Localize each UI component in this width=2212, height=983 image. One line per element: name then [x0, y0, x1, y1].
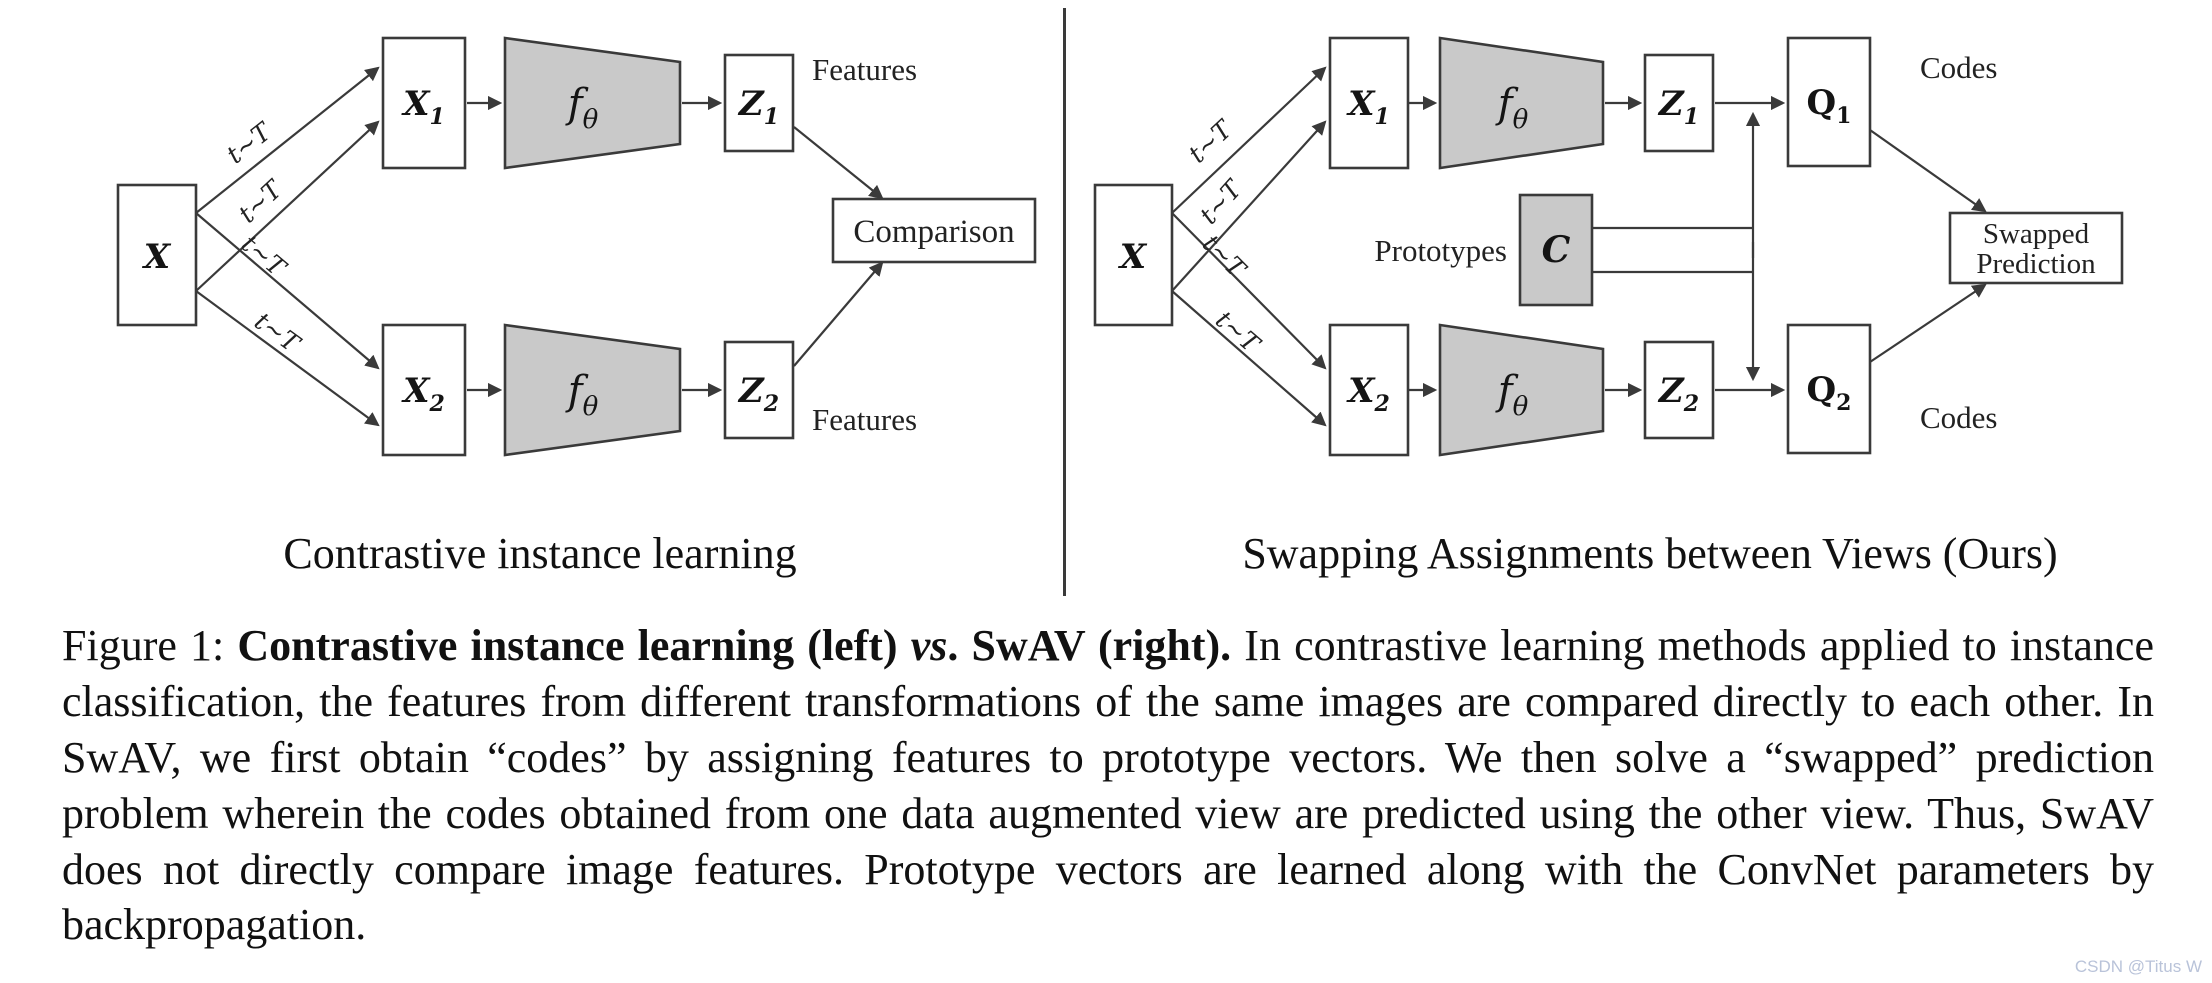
- feat2-base: Z: [737, 371, 765, 411]
- watermark: CSDN @Titus W: [2074, 957, 2202, 976]
- feat2-sub: 2: [1683, 391, 1699, 417]
- view1-sub: 1: [430, 104, 445, 130]
- view1-base: X: [1346, 84, 1376, 124]
- caption-vs: vs: [910, 621, 948, 670]
- feat2-label: Z2: [737, 371, 779, 417]
- swapped-prediction-line2: Prediction: [1976, 248, 2096, 280]
- feat1-sub: 1: [764, 104, 779, 130]
- transform-arrow-3: [195, 212, 380, 370]
- transform-label-2: t~T: [233, 173, 289, 228]
- view1-box: [381, 36, 467, 170]
- view1-label: X1: [401, 84, 445, 130]
- swapped-prediction-box: [1948, 211, 2124, 285]
- input-box: [116, 183, 198, 327]
- code1-sub: 1: [1836, 103, 1851, 129]
- input-box: [1093, 183, 1174, 327]
- code2-base: Q: [1807, 370, 1837, 410]
- view1-sub: 1: [1375, 104, 1390, 130]
- view2-sub: 2: [429, 391, 445, 417]
- view2-box: [381, 323, 467, 457]
- right-diagram-caption: Swapping Assignments between Views (Ours…: [1242, 529, 2058, 578]
- caption-bold: Contrastive instance learning (left) vs.…: [237, 621, 1231, 670]
- view1-box: [1328, 36, 1410, 170]
- encoder-sub: θ: [1513, 392, 1529, 422]
- q2-to-swapped-arrow: [1869, 283, 1987, 363]
- view2-box: [1328, 323, 1410, 457]
- encoder-trapezoid-bottom: [503, 323, 682, 457]
- input-label: X: [142, 237, 172, 277]
- caption-bold-intro: Contrastive instance learning (left): [237, 621, 911, 670]
- view2-base: X: [401, 371, 431, 411]
- code2-box: [1786, 323, 1872, 455]
- encoder-trapezoid-bottom: [1438, 323, 1605, 457]
- view2-label: X2: [1346, 371, 1390, 417]
- swapped-prediction-line1: Swapped: [1983, 218, 2090, 250]
- feat1-base: Z: [737, 84, 765, 124]
- figure-caption: Figure 1: Contrastive instance learning …: [62, 618, 2154, 953]
- caption-label: Figure 1:: [62, 621, 238, 670]
- encoder-sub: θ: [583, 392, 599, 422]
- transform-arrow-2: [1171, 120, 1327, 292]
- right-diagram: X t~T t~T t~T t~T X1 X2 fθ fθ Z1 Z2 Q1 Q…: [1093, 36, 2124, 457]
- transform-label-2: t~T: [1194, 173, 1249, 230]
- features-label-top: Features: [812, 52, 917, 87]
- comparison-box: [831, 197, 1037, 264]
- transform-label-3: t~T: [1197, 229, 1253, 285]
- feat2-base: Z: [1657, 371, 1685, 411]
- q1-to-swapped-arrow: [1869, 129, 1987, 213]
- left-diagram-caption: Contrastive instance learning: [283, 529, 797, 578]
- z2-to-comparison-arrow: [793, 261, 884, 367]
- transform-label-1: t~T: [1183, 113, 1239, 168]
- view1-base: X: [401, 84, 431, 124]
- transform-arrow-3: [1171, 212, 1327, 370]
- features-label-bottom: Features: [812, 402, 917, 437]
- comparison-label: Comparison: [853, 214, 1014, 250]
- feat2-label: Z2: [1657, 371, 1699, 417]
- feat2-box: [1643, 340, 1715, 440]
- transform-label-3: t~T: [236, 229, 293, 283]
- prototypes-box: [1518, 193, 1594, 307]
- codes-label-top: Codes: [1920, 50, 1998, 85]
- encoder-sub: θ: [583, 105, 599, 135]
- code2-label: Q2: [1807, 370, 1852, 416]
- feat1-label: Z1: [1657, 84, 1699, 130]
- transform-arrow-1: [195, 66, 380, 214]
- feat1-box: [723, 53, 795, 153]
- encoder-trapezoid-top: [503, 36, 682, 170]
- transform-arrow-2: [195, 120, 380, 292]
- feat1-label: Z1: [737, 84, 779, 130]
- transform-label-4: t~T: [1210, 305, 1267, 360]
- transform-label-1: t~T: [221, 116, 278, 170]
- view2-base: X: [1346, 371, 1376, 411]
- caption-bold-tail: . SwAV (right).: [947, 621, 1232, 670]
- code1-label: Q1: [1807, 83, 1852, 129]
- code1-base: Q: [1807, 83, 1837, 123]
- left-diagram: X t~T t~T t~T t~T X1 X2 fθ fθ Z1 Z2 Feat…: [116, 36, 1037, 457]
- prototypes-symbol: C: [1542, 229, 1571, 271]
- feat2-sub: 2: [763, 391, 779, 417]
- view2-sub: 2: [1374, 391, 1390, 417]
- input-label: X: [1118, 237, 1148, 277]
- encoder-trapezoid-top: [1438, 36, 1605, 170]
- code1-box: [1786, 36, 1872, 168]
- feat1-sub: 1: [1684, 104, 1699, 130]
- transform-arrow-4: [1171, 290, 1327, 427]
- transform-arrow-4: [195, 290, 380, 427]
- view1-label: X1: [1346, 84, 1390, 130]
- codes-label-bottom: Codes: [1920, 400, 1998, 435]
- caption-body: In contrastive learning methods applied …: [62, 621, 2154, 950]
- panel-divider: [1063, 8, 1066, 596]
- prototypes-label: Prototypes: [1374, 233, 1507, 268]
- feat2-box: [723, 340, 795, 440]
- feat1-base: Z: [1657, 84, 1685, 124]
- feat1-box: [1643, 53, 1715, 153]
- z1-to-comparison-arrow: [793, 126, 884, 200]
- code2-sub: 2: [1836, 390, 1851, 416]
- transform-arrow-1: [1171, 66, 1327, 214]
- encoder-sub: θ: [1513, 105, 1529, 135]
- view2-label: X2: [401, 371, 445, 417]
